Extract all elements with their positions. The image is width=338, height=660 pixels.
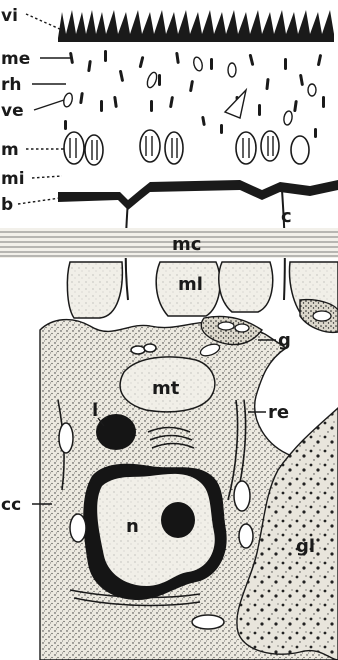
label-ve: ve bbox=[1, 101, 24, 121]
label-n: n bbox=[126, 516, 139, 537]
label-c: c bbox=[281, 206, 292, 227]
label-gl: gl bbox=[296, 536, 315, 557]
label-g: g bbox=[278, 330, 291, 351]
lipid-droplet bbox=[96, 414, 136, 450]
nucleolus bbox=[161, 502, 195, 538]
label-l: l bbox=[92, 400, 98, 421]
label-me: me bbox=[1, 49, 30, 69]
label-mt: mt bbox=[152, 378, 180, 399]
label-re: re bbox=[268, 402, 289, 423]
label-cc: cc bbox=[1, 495, 21, 515]
label-vi: vi bbox=[1, 6, 18, 26]
label-m: m bbox=[1, 140, 19, 160]
circular-muscle-layer bbox=[0, 228, 338, 258]
label-rh: rh bbox=[1, 75, 22, 95]
label-mc: mc bbox=[172, 234, 201, 255]
label-b: b bbox=[1, 195, 13, 215]
label-mi: mi bbox=[1, 169, 25, 189]
microvilli-border bbox=[58, 10, 334, 42]
label-ml: ml bbox=[178, 274, 203, 295]
nucleus bbox=[97, 474, 215, 586]
